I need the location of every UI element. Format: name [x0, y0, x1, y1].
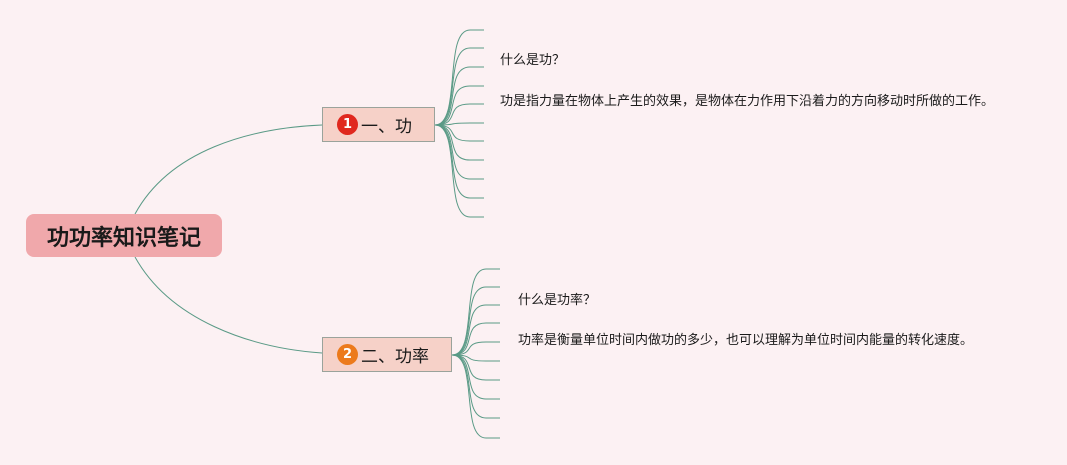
priority-1-icon: 1 — [337, 114, 358, 135]
branch-1-leaf-connector-6 — [434, 122, 484, 126]
branch-2-leaf-connector-6 — [451, 354, 500, 362]
branch-2-leaf-connector-1 — [451, 268, 500, 356]
branch-1-leaf-connector-5 — [434, 103, 484, 126]
branch-2-leaf-connector-10 — [451, 354, 500, 439]
priority-2-icon: 2 — [337, 344, 358, 365]
branch-1-leaf-connector-9 — [434, 124, 484, 180]
branch-1-leaf-connectors — [434, 29, 484, 218]
branch-1-leaf-connector-1 — [434, 29, 484, 126]
leaf-topic-work-definition[interactable]: 功是指力量在物体上产生的效果，是物体在力作用下沿着力的方向移动时所做的工作。 — [500, 94, 995, 109]
branch-1-leaf-connector-3 — [434, 66, 484, 126]
root-topic-label: 功功率知识笔记 — [46, 225, 201, 251]
branch-topic-power[interactable]: 2 二、功率 — [322, 337, 452, 372]
branch-topic-label: 二、功率 — [361, 347, 429, 367]
branch-1-leaf-connector-8 — [434, 124, 484, 161]
branch-2-leaf-connector-3 — [451, 304, 500, 356]
branch-1-leaf-connector-11 — [434, 124, 484, 218]
branch-2-leaf-connector-9 — [451, 354, 500, 419]
root-topic[interactable]: 功功率知识笔记 — [26, 214, 222, 257]
branch-2-leaf-connector-7 — [451, 354, 500, 381]
branch-2-leaf-connector-4 — [451, 322, 500, 356]
leaf-topic-what-is-work[interactable]: 什么是功？ — [500, 53, 566, 68]
root-to-branch-2-connector — [134, 256, 323, 354]
branch-2-leaf-connector-8 — [451, 354, 500, 400]
branch-topic-label: 一、功 — [361, 117, 412, 137]
leaf-topic-power-definition[interactable]: 功率是衡量单位时间内做功的多少，也可以理解为单位时间内能量的转化速度。 — [518, 333, 974, 348]
branch-topic-work[interactable]: 1 一、功 — [322, 107, 435, 142]
branch-1-leaf-connector-2 — [434, 47, 484, 126]
branch-2-leaf-connector-2 — [451, 286, 500, 356]
root-to-branch-1-connector — [134, 124, 323, 215]
branch-2-leaf-connectors — [451, 268, 500, 439]
branch-1-leaf-connector-7 — [434, 124, 484, 142]
branch-2-leaf-connector-5 — [451, 341, 500, 356]
branch-1-leaf-connector-10 — [434, 124, 484, 199]
leaf-topic-what-is-power[interactable]: 什么是功率？ — [518, 293, 597, 308]
branch-1-leaf-connector-4 — [434, 85, 484, 126]
